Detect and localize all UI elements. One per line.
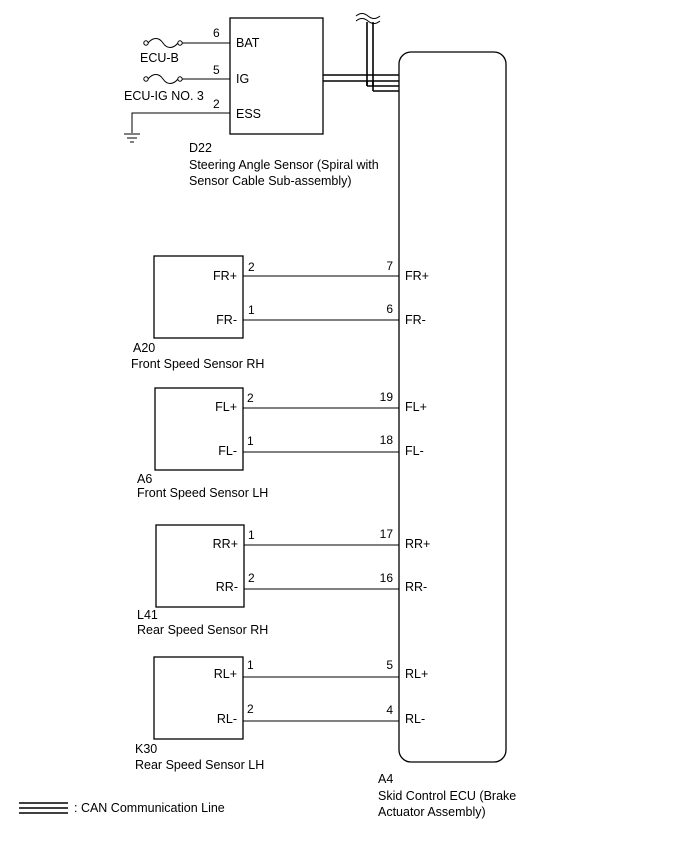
sensor-pin: 2 — [247, 702, 254, 716]
steering-sensor-name-1: Steering Angle Sensor (Spiral with — [189, 158, 379, 172]
fuse-ecu-ig-label: ECU-IG NO. 3 — [124, 89, 204, 103]
ecu-signal: RL- — [405, 712, 425, 726]
ecu-signal: FR- — [405, 313, 426, 327]
rear-speed-sensor-lh: RL+ RL- 1 2 5 4 RL+ RL- K30 Rear Speed S… — [135, 656, 428, 772]
can-line-legend-icon — [19, 802, 68, 814]
ecu-signal: FR+ — [405, 269, 429, 283]
ecu-pin: 4 — [386, 703, 393, 717]
sensor-signal: FL- — [218, 444, 237, 458]
sensor-code: K30 — [135, 742, 157, 756]
legend: : CAN Communication Line — [19, 801, 225, 815]
ecu-name-1: Skid Control ECU (Brake — [378, 789, 516, 803]
legend-text: : CAN Communication Line — [74, 801, 225, 815]
sensor-code: L41 — [137, 608, 158, 622]
sensor-signal: RR+ — [213, 537, 238, 551]
sensor-signal: FL+ — [215, 400, 237, 414]
signal-ess: ESS — [236, 107, 261, 121]
sensor-code: A20 — [133, 341, 155, 355]
sensor-name: Rear Speed Sensor LH — [135, 758, 264, 772]
ecu-b-fuse-icon — [143, 38, 183, 48]
ground-icon — [124, 133, 140, 143]
ecu-signal: RL+ — [405, 667, 428, 681]
sensor-pin: 1 — [247, 434, 254, 448]
ecu-pin: 6 — [386, 302, 393, 316]
sensor-box — [154, 387, 244, 471]
signal-ig: IG — [236, 72, 249, 86]
sensor-box — [155, 524, 245, 608]
steering-sensor-box — [229, 17, 324, 135]
pin-6: 6 — [213, 26, 220, 40]
steering-angle-sensor: 6 5 2 BAT IG ESS ECU-B ECU-IG NO. 3 D22 … — [124, 17, 379, 188]
sensor-pin: 2 — [248, 260, 255, 274]
ecu-pin: 19 — [380, 390, 394, 404]
ecu-box — [398, 51, 507, 763]
sensor-pin: 1 — [248, 528, 255, 542]
sensor-signal: RR- — [216, 580, 238, 594]
can-bus — [323, 13, 399, 92]
ecu-code: A4 — [378, 772, 393, 786]
ecu-pin: 5 — [386, 658, 393, 672]
sensor-box — [153, 656, 244, 740]
sensor-pin: 1 — [248, 303, 255, 317]
pin-2: 2 — [213, 97, 220, 111]
skid-control-ecu: A4 Skid Control ECU (Brake Actuator Asse… — [378, 51, 516, 819]
sensor-name: Front Speed Sensor RH — [131, 357, 264, 371]
sensor-name: Rear Speed Sensor RH — [137, 623, 268, 637]
sensor-name: Front Speed Sensor LH — [137, 486, 268, 500]
steering-sensor-name-2: Sensor Cable Sub-assembly) — [189, 174, 352, 188]
fuse-ecu-b-label: ECU-B — [140, 51, 179, 65]
front-speed-sensor-lh: FL+ FL- 2 1 19 18 FL+ FL- A6 Front Speed… — [137, 387, 427, 500]
ecu-signal: RR+ — [405, 537, 430, 551]
steering-sensor-code: D22 — [189, 141, 212, 155]
front-speed-sensor-rh: FR+ FR- 2 1 7 6 FR+ FR- A20 Front Speed … — [131, 255, 429, 371]
signal-bat: BAT — [236, 36, 260, 50]
ecu-signal: FL+ — [405, 400, 427, 414]
rear-speed-sensor-rh: RR+ RR- 1 2 17 16 RR+ RR- L41 Rear Speed… — [137, 524, 430, 637]
sensor-pin: 2 — [248, 571, 255, 585]
ess-wire — [131, 112, 230, 133]
ecu-pin: 7 — [386, 259, 393, 273]
ecu-ig-fuse-icon — [143, 74, 183, 84]
sensor-pin: 1 — [247, 658, 254, 672]
pin-5: 5 — [213, 63, 220, 77]
ecu-signal: FL- — [405, 444, 424, 458]
sensor-code: A6 — [137, 472, 152, 486]
sensor-signal: FR- — [216, 313, 237, 327]
sensor-signal: RL+ — [214, 667, 237, 681]
sensor-pin: 2 — [247, 391, 254, 405]
ecu-signal: RR- — [405, 580, 427, 594]
ecu-pin: 17 — [380, 527, 394, 541]
sensor-box — [153, 255, 244, 339]
ecu-pin: 18 — [380, 433, 394, 447]
sensor-signal: RL- — [217, 712, 237, 726]
ecu-name-2: Actuator Assembly) — [378, 805, 486, 819]
sensor-signal: FR+ — [213, 269, 237, 283]
ecu-pin: 16 — [380, 571, 394, 585]
